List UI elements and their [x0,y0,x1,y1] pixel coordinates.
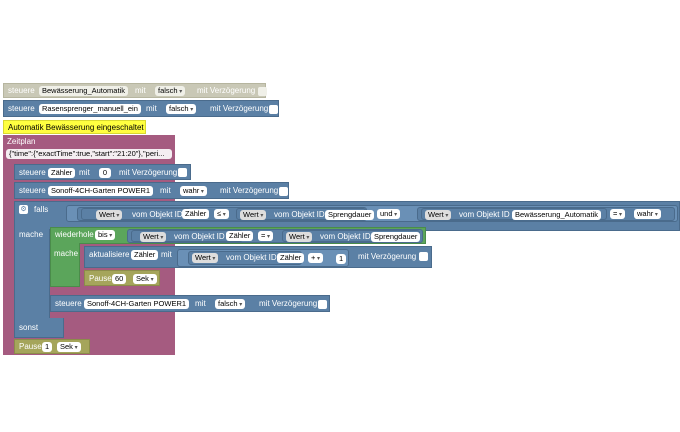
operator-dropdown[interactable]: = [258,231,274,241]
compare-left[interactable]: Wert vom Objekt ID Zähler ≤ Wert vom Obj… [77,207,375,221]
schedule-json-field[interactable]: {"time":{"exactTime":true,"start":"21:20… [6,149,172,159]
delay-label: mit Verzögerung [358,252,417,261]
delay-checkbox[interactable] [279,187,288,196]
object-id-label: vom Objekt ID [274,210,325,219]
delay-label: mit Verzögerung [119,168,178,177]
object-id-label: vom Objekt ID [174,232,225,241]
value-number-field[interactable]: 0 [99,168,111,178]
value-dropdown[interactable]: Wert [425,210,452,220]
value-block-zaehler[interactable]: Wert vom Objekt ID [81,208,191,220]
sonst-label: sonst [19,323,39,332]
value-dropdown[interactable]: Wert [140,232,167,242]
value-dropdown[interactable]: Wert [96,210,123,220]
block-prefix: steuere [8,86,35,95]
mache-label: mache [19,230,44,239]
control-block-bewaesserung-automatik[interactable]: steuere Bewässerung_Automatik mit falsch… [3,83,267,98]
value-dropdown[interactable]: Wert [192,253,219,263]
object-id-field[interactable]: Bewässerung_Automatik [512,210,601,220]
object-id-field[interactable]: Sonoff-4CH-Garten POWER1 [84,299,190,309]
value-dropdown[interactable]: falsch [155,86,186,96]
if-block-footer [14,318,64,338]
control-block-sonoff-on[interactable]: steuere Sonoff-4CH-Garten POWER1 mit wah… [14,182,289,199]
pause-label: Pause [19,342,42,351]
value-dropdown[interactable]: Wert [240,210,267,220]
value-block-zaehler[interactable]: Wert vom Objekt ID [131,230,243,242]
value-dropdown[interactable]: wahr [180,186,207,196]
log-text: Automatik Bewässerung eingeschaltet [8,123,144,132]
pause-unit-dropdown[interactable]: Sek [57,342,81,352]
pause-block[interactable]: Pause 60 Sek [84,270,160,286]
delay-label: mit Verzögerung [210,104,269,113]
schedule-label: Zeitplan [7,137,36,146]
object-id-field[interactable]: Zähler [226,231,254,241]
object-id-field[interactable]: Zähler [131,250,159,260]
object-id-label: vom Objekt ID [459,210,510,219]
if-label: falls [34,205,49,214]
update-label: aktualisiere [89,250,130,259]
object-id-field[interactable]: Sprengdauer [371,232,421,242]
operator-dropdown[interactable]: = [610,209,626,219]
logic-operator-dropdown[interactable]: und [377,209,401,219]
block-mit-label: mit [146,104,157,113]
value-block-automatik[interactable]: Wert vom Objekt ID Bewässerung_Automatik [421,208,607,220]
gear-icon[interactable]: ⚙ [19,205,28,214]
pause-block[interactable]: Pause 1 Sek [14,339,90,354]
delay-checkbox[interactable] [258,87,267,96]
delay-checkbox[interactable] [269,105,278,114]
value-block-sprengdauer[interactable]: Wert vom Objekt ID Sprengdauer [236,208,375,220]
block-prefix: steuere [19,168,46,177]
operator-dropdown[interactable]: ≤ [214,209,229,219]
value-dropdown[interactable]: falsch [215,299,246,309]
object-id-field[interactable]: Sonoff-4CH-Garten POWER1 [48,186,154,196]
update-block[interactable]: aktualisiere Zähler mit Wert vom Objekt … [84,246,432,268]
delay-checkbox[interactable] [178,168,187,177]
compare-right[interactable]: Wert vom Objekt ID Bewässerung_Automatik… [417,207,675,221]
object-id-field[interactable]: Zähler [48,168,76,178]
pause-value-field[interactable]: 1 [42,342,53,352]
repeat-until-rail [50,243,80,287]
control-block-rasensprenger[interactable]: steuere Rasensprenger_manuell_ein mit fa… [3,100,279,117]
delay-label: mit Verzögerung [259,299,318,308]
pause-value-field[interactable]: 60 [112,274,127,284]
delay-label: mit Verzögerung [220,186,279,195]
value-block-zaehler[interactable]: Wert vom Objekt ID Zähler [188,251,305,265]
block-mit-label: mit [135,86,146,95]
object-id-field[interactable]: Rasensprenger_manuell_ein [39,104,141,114]
repeat-label: wiederhole [55,230,94,239]
mache-label: mache [54,249,79,258]
pause-unit-dropdown[interactable]: Sek [133,274,157,284]
object-id-field[interactable]: Zähler [182,209,210,219]
block-prefix: steuere [19,186,46,195]
value-number-field[interactable]: 1 [336,254,346,264]
block-mit-label: mit [195,299,206,308]
delay-checkbox[interactable] [318,300,327,309]
log-text-block[interactable]: Automatik Bewässerung eingeschaltet [3,120,146,134]
block-prefix: steuere [8,104,35,113]
and-condition[interactable]: Wert vom Objekt ID Zähler ≤ Wert vom Obj… [66,205,678,222]
value-dropdown[interactable]: falsch [166,104,197,114]
object-id-label: vom Objekt ID [320,232,371,241]
arithmetic-block[interactable]: Wert vom Objekt ID Zähler + 1 [177,249,349,267]
value-dropdown[interactable]: wahr [634,209,661,219]
repeat-condition[interactable]: Wert vom Objekt ID Zähler = Wert vom Obj… [127,229,423,243]
object-id-field[interactable]: Sprengdauer [325,210,375,220]
repeat-mode-dropdown[interactable]: bis [95,230,116,240]
control-block-zaehler[interactable]: steuere Zähler mit 0 mit Verzögerung [14,164,191,180]
object-id-label: vom Objekt ID [226,253,277,262]
repeat-until-block[interactable]: wiederhole bis Wert vom Objekt ID Zähler… [50,227,426,244]
value-block-sprengdauer[interactable]: Wert vom Objekt ID Sprengdauer [282,230,421,242]
block-mit-label: mit [160,186,171,195]
object-id-label: vom Objekt ID [132,210,183,219]
block-mit-label: mit [161,250,172,259]
delay-checkbox[interactable] [419,252,428,261]
pause-label: Pause [89,274,112,283]
delay-label: mit Verzögerung [197,86,256,95]
control-block-sonoff-off[interactable]: steuere Sonoff-4CH-Garten POWER1 mit fal… [50,295,330,312]
value-dropdown[interactable]: Wert [286,232,313,242]
operator-dropdown[interactable]: + [308,253,324,263]
object-id-field[interactable]: Zähler [277,253,305,263]
block-mit-label: mit [79,168,90,177]
block-prefix: steuere [55,299,82,308]
object-id-field[interactable]: Bewässerung_Automatik [39,86,128,96]
